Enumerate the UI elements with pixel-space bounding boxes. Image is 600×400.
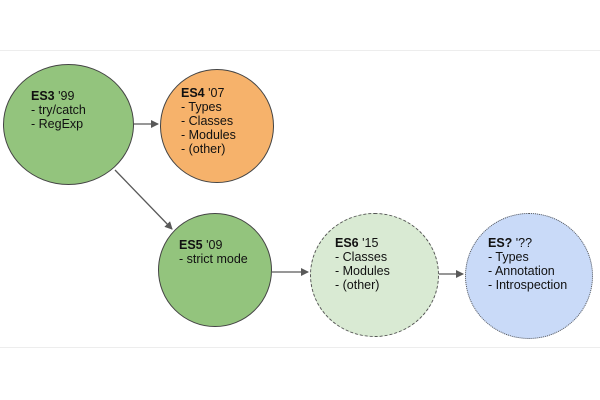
- node-es4-year: '07: [204, 86, 225, 100]
- node-es4-item: - (other): [181, 142, 226, 156]
- node-es6-name: ES6: [335, 236, 359, 250]
- node-es3-item: - try/catch: [31, 103, 86, 117]
- node-es5-label: ES5 '09 - strict mode: [179, 238, 248, 266]
- node-es6-title: ES6 '15: [335, 236, 390, 250]
- node-es4-label: ES4 '07 - Types - Classes - Modules - (o…: [181, 86, 236, 156]
- node-es4-item: - Classes: [181, 114, 234, 128]
- node-es4-item: - Modules: [181, 128, 236, 142]
- node-es6-year: '15: [358, 236, 379, 250]
- node-es5-title: ES5 '09: [179, 238, 248, 252]
- node-es-unknown-year: '??: [512, 236, 533, 250]
- node-es6-item: - Modules: [335, 264, 390, 278]
- node-es-unknown-name: ES?: [488, 236, 513, 250]
- node-es4-name: ES4: [181, 86, 205, 100]
- node-es3: ES3 '99 - try/catch - RegExp: [3, 64, 134, 185]
- node-es-unknown-label: ES? '?? - Types - Annotation - Introspec…: [488, 236, 567, 292]
- node-es5: ES5 '09 - strict mode: [158, 213, 272, 327]
- node-es-unknown-title: ES? '??: [488, 236, 567, 250]
- node-es3-item: - RegExp: [31, 117, 84, 131]
- node-es3-year: '99: [54, 89, 75, 103]
- node-es-unknown-item: - Types: [488, 250, 529, 264]
- node-es5-item: - strict mode: [179, 252, 248, 266]
- node-es6: ES6 '15 - Classes - Modules - (other): [310, 213, 439, 337]
- node-es6-item: - (other): [335, 278, 380, 292]
- node-es4: ES4 '07 - Types - Classes - Modules - (o…: [160, 69, 274, 183]
- node-es3-label: ES3 '99 - try/catch - RegExp: [31, 89, 86, 131]
- node-es-unknown-item: - Introspection: [488, 278, 568, 292]
- node-es5-year: '09: [202, 238, 223, 252]
- node-es4-item: - Types: [181, 100, 222, 114]
- node-es4-title: ES4 '07: [181, 86, 236, 100]
- node-es6-label: ES6 '15 - Classes - Modules - (other): [335, 236, 390, 292]
- node-es6-item: - Classes: [335, 250, 388, 264]
- node-es3-name: ES3: [31, 89, 55, 103]
- node-es-unknown-item: - Annotation: [488, 264, 555, 278]
- node-es-unknown: ES? '?? - Types - Annotation - Introspec…: [465, 213, 593, 339]
- node-es5-name: ES5: [179, 238, 203, 252]
- node-es3-title: ES3 '99: [31, 89, 86, 103]
